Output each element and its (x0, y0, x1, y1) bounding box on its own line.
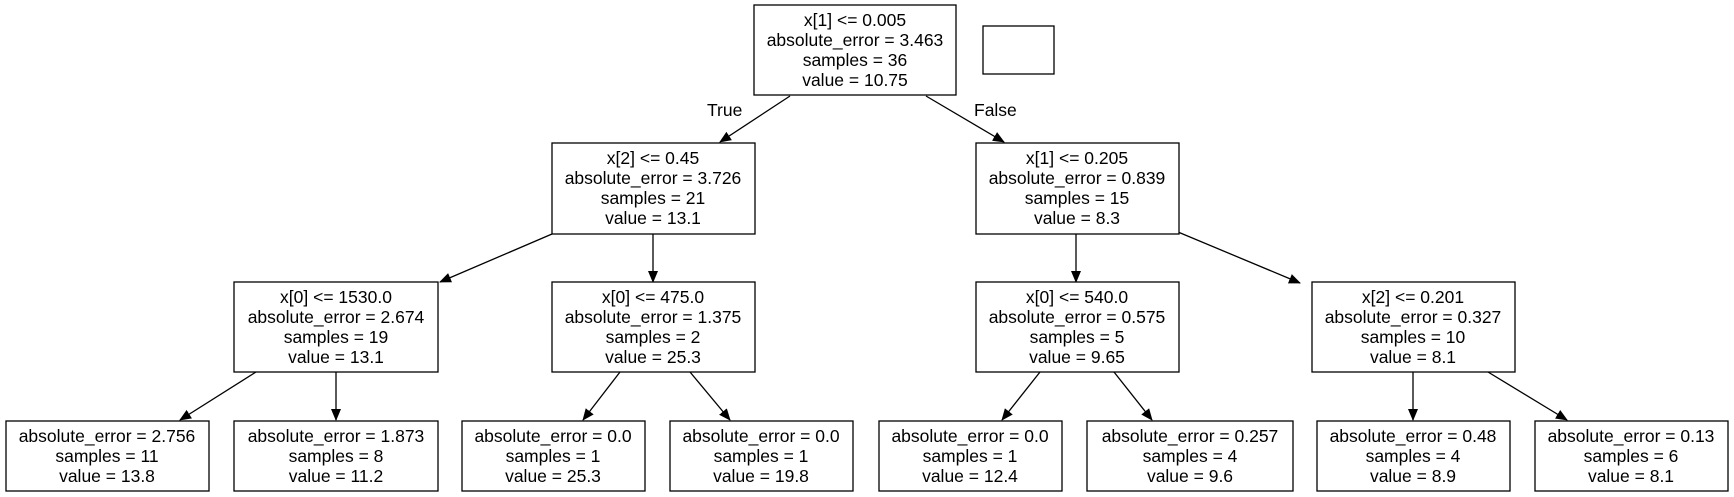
node-value-label: value = 19.8 (713, 466, 809, 486)
edge-label-true: True (707, 100, 742, 120)
tree-node-n6: x[2] <= 0.201 absolute_error = 0.327 sam… (1311, 281, 1516, 373)
node-split-label: x[1] <= 0.205 (1026, 148, 1128, 168)
node-samples-label: samples = 5 (1030, 327, 1125, 347)
node-samples-label: samples = 1 (923, 446, 1018, 466)
node-split-label: x[2] <= 0.45 (607, 148, 699, 168)
edge-n3-to-n7 (179, 371, 257, 421)
tree-node-n2: x[1] <= 0.205 absolute_error = 0.839 sam… (975, 142, 1180, 235)
node-error-label: absolute_error = 0.327 (1325, 307, 1502, 328)
node-value-label: value = 9.6 (1147, 466, 1233, 486)
node-value-label: value = 8.1 (1588, 466, 1674, 486)
node-error-label: absolute_error = 0.839 (989, 168, 1166, 189)
node-samples-label: samples = 6 (1584, 446, 1679, 466)
tree-leaf-n9: absolute_error = 0.0 samples = 1 value =… (461, 420, 646, 492)
node-value-label: value = 8.1 (1370, 347, 1456, 367)
node-value-label: value = 9.65 (1029, 347, 1125, 367)
edge-n4-to-n10 (689, 371, 731, 421)
tree-node-n3: x[0] <= 1530.0 absolute_error = 2.674 sa… (233, 281, 439, 373)
empty-legend-box (982, 25, 1055, 75)
node-samples-label: samples = 2 (606, 327, 701, 347)
tree-edges (179, 95, 1568, 421)
node-error-label: absolute_error = 0.0 (891, 426, 1048, 447)
node-samples-label: samples = 1 (506, 446, 601, 466)
node-value-label: value = 25.3 (605, 347, 701, 367)
node-samples-label: samples = 15 (1025, 188, 1130, 208)
node-error-label: absolute_error = 0.257 (1102, 426, 1279, 447)
node-error-label: absolute_error = 3.463 (767, 30, 944, 51)
node-error-label: absolute_error = 0.575 (989, 307, 1166, 328)
node-samples-label: samples = 10 (1361, 327, 1466, 347)
edge-n2-to-n6 (1177, 231, 1301, 284)
node-error-label: absolute_error = 2.674 (248, 307, 425, 328)
edge-root-to-right (925, 95, 1005, 143)
node-error-label: absolute_error = 0.0 (474, 426, 631, 447)
node-error-label: absolute_error = 2.756 (19, 426, 196, 447)
node-error-label: absolute_error = 0.13 (1548, 426, 1715, 447)
node-value-label: value = 13.1 (288, 347, 384, 367)
edge-label-false: False (974, 100, 1017, 120)
node-value-label: value = 25.3 (505, 466, 601, 486)
edge-n5-to-n11 (1001, 371, 1041, 421)
node-value-label: value = 8.9 (1370, 466, 1456, 486)
node-value-label: value = 8.3 (1034, 208, 1120, 228)
tree-leaf-n8: absolute_error = 1.873 samples = 8 value… (233, 420, 439, 492)
node-split-label: x[0] <= 540.0 (1026, 287, 1128, 307)
node-error-label: absolute_error = 1.873 (248, 426, 425, 447)
tree-leaf-n13: absolute_error = 0.48 samples = 4 value … (1316, 420, 1511, 492)
tree-leaf-n12: absolute_error = 0.257 samples = 4 value… (1086, 420, 1294, 492)
node-samples-label: samples = 1 (714, 446, 809, 466)
node-samples-label: samples = 11 (55, 446, 158, 466)
node-split-label: x[0] <= 1530.0 (280, 287, 392, 307)
edge-n5-to-n12 (1113, 371, 1153, 421)
edge-n1-to-n3 (439, 233, 553, 283)
node-value-label: value = 13.8 (59, 466, 155, 486)
node-value-label: value = 12.4 (922, 466, 1018, 486)
tree-nodes: x[1] <= 0.005 absolute_error = 3.463 sam… (5, 4, 1729, 492)
node-samples-label: samples = 19 (284, 327, 389, 347)
node-value-label: value = 10.75 (802, 70, 908, 90)
edge-root-to-left (719, 95, 791, 143)
tree-leaf-n10: absolute_error = 0.0 samples = 1 value =… (669, 420, 854, 492)
tree-leaf-n11: absolute_error = 0.0 samples = 1 value =… (878, 420, 1063, 492)
node-value-label: value = 11.2 (289, 466, 384, 486)
tree-leaf-n14: absolute_error = 0.13 samples = 6 value … (1534, 420, 1729, 492)
edge-n4-to-n9 (582, 371, 621, 421)
tree-node-n4: x[0] <= 475.0 absolute_error = 1.375 sam… (551, 281, 756, 373)
node-split-label: x[2] <= 0.201 (1362, 287, 1464, 307)
edge-n6-to-n14 (1487, 371, 1568, 421)
node-value-label: value = 13.1 (605, 208, 701, 228)
node-samples-label: samples = 8 (289, 446, 384, 466)
node-split-label: x[0] <= 475.0 (602, 287, 704, 307)
tree-leaf-n7: absolute_error = 2.756 samples = 11 valu… (5, 420, 210, 492)
tree-node-n5: x[0] <= 540.0 absolute_error = 0.575 sam… (975, 281, 1180, 373)
node-error-label: absolute_error = 0.48 (1330, 426, 1497, 447)
node-samples-label: samples = 21 (601, 188, 706, 208)
node-error-label: absolute_error = 0.0 (682, 426, 839, 447)
tree-node-n1: x[2] <= 0.45 absolute_error = 3.726 samp… (551, 142, 756, 235)
node-error-label: absolute_error = 3.726 (565, 168, 742, 189)
node-error-label: absolute_error = 1.375 (565, 307, 742, 328)
node-samples-label: samples = 4 (1366, 446, 1461, 466)
node-split-label: x[1] <= 0.005 (804, 10, 906, 30)
node-samples-label: samples = 4 (1143, 446, 1238, 466)
tree-node-root: x[1] <= 0.005 absolute_error = 3.463 sam… (753, 4, 957, 96)
node-samples-label: samples = 36 (803, 50, 908, 70)
